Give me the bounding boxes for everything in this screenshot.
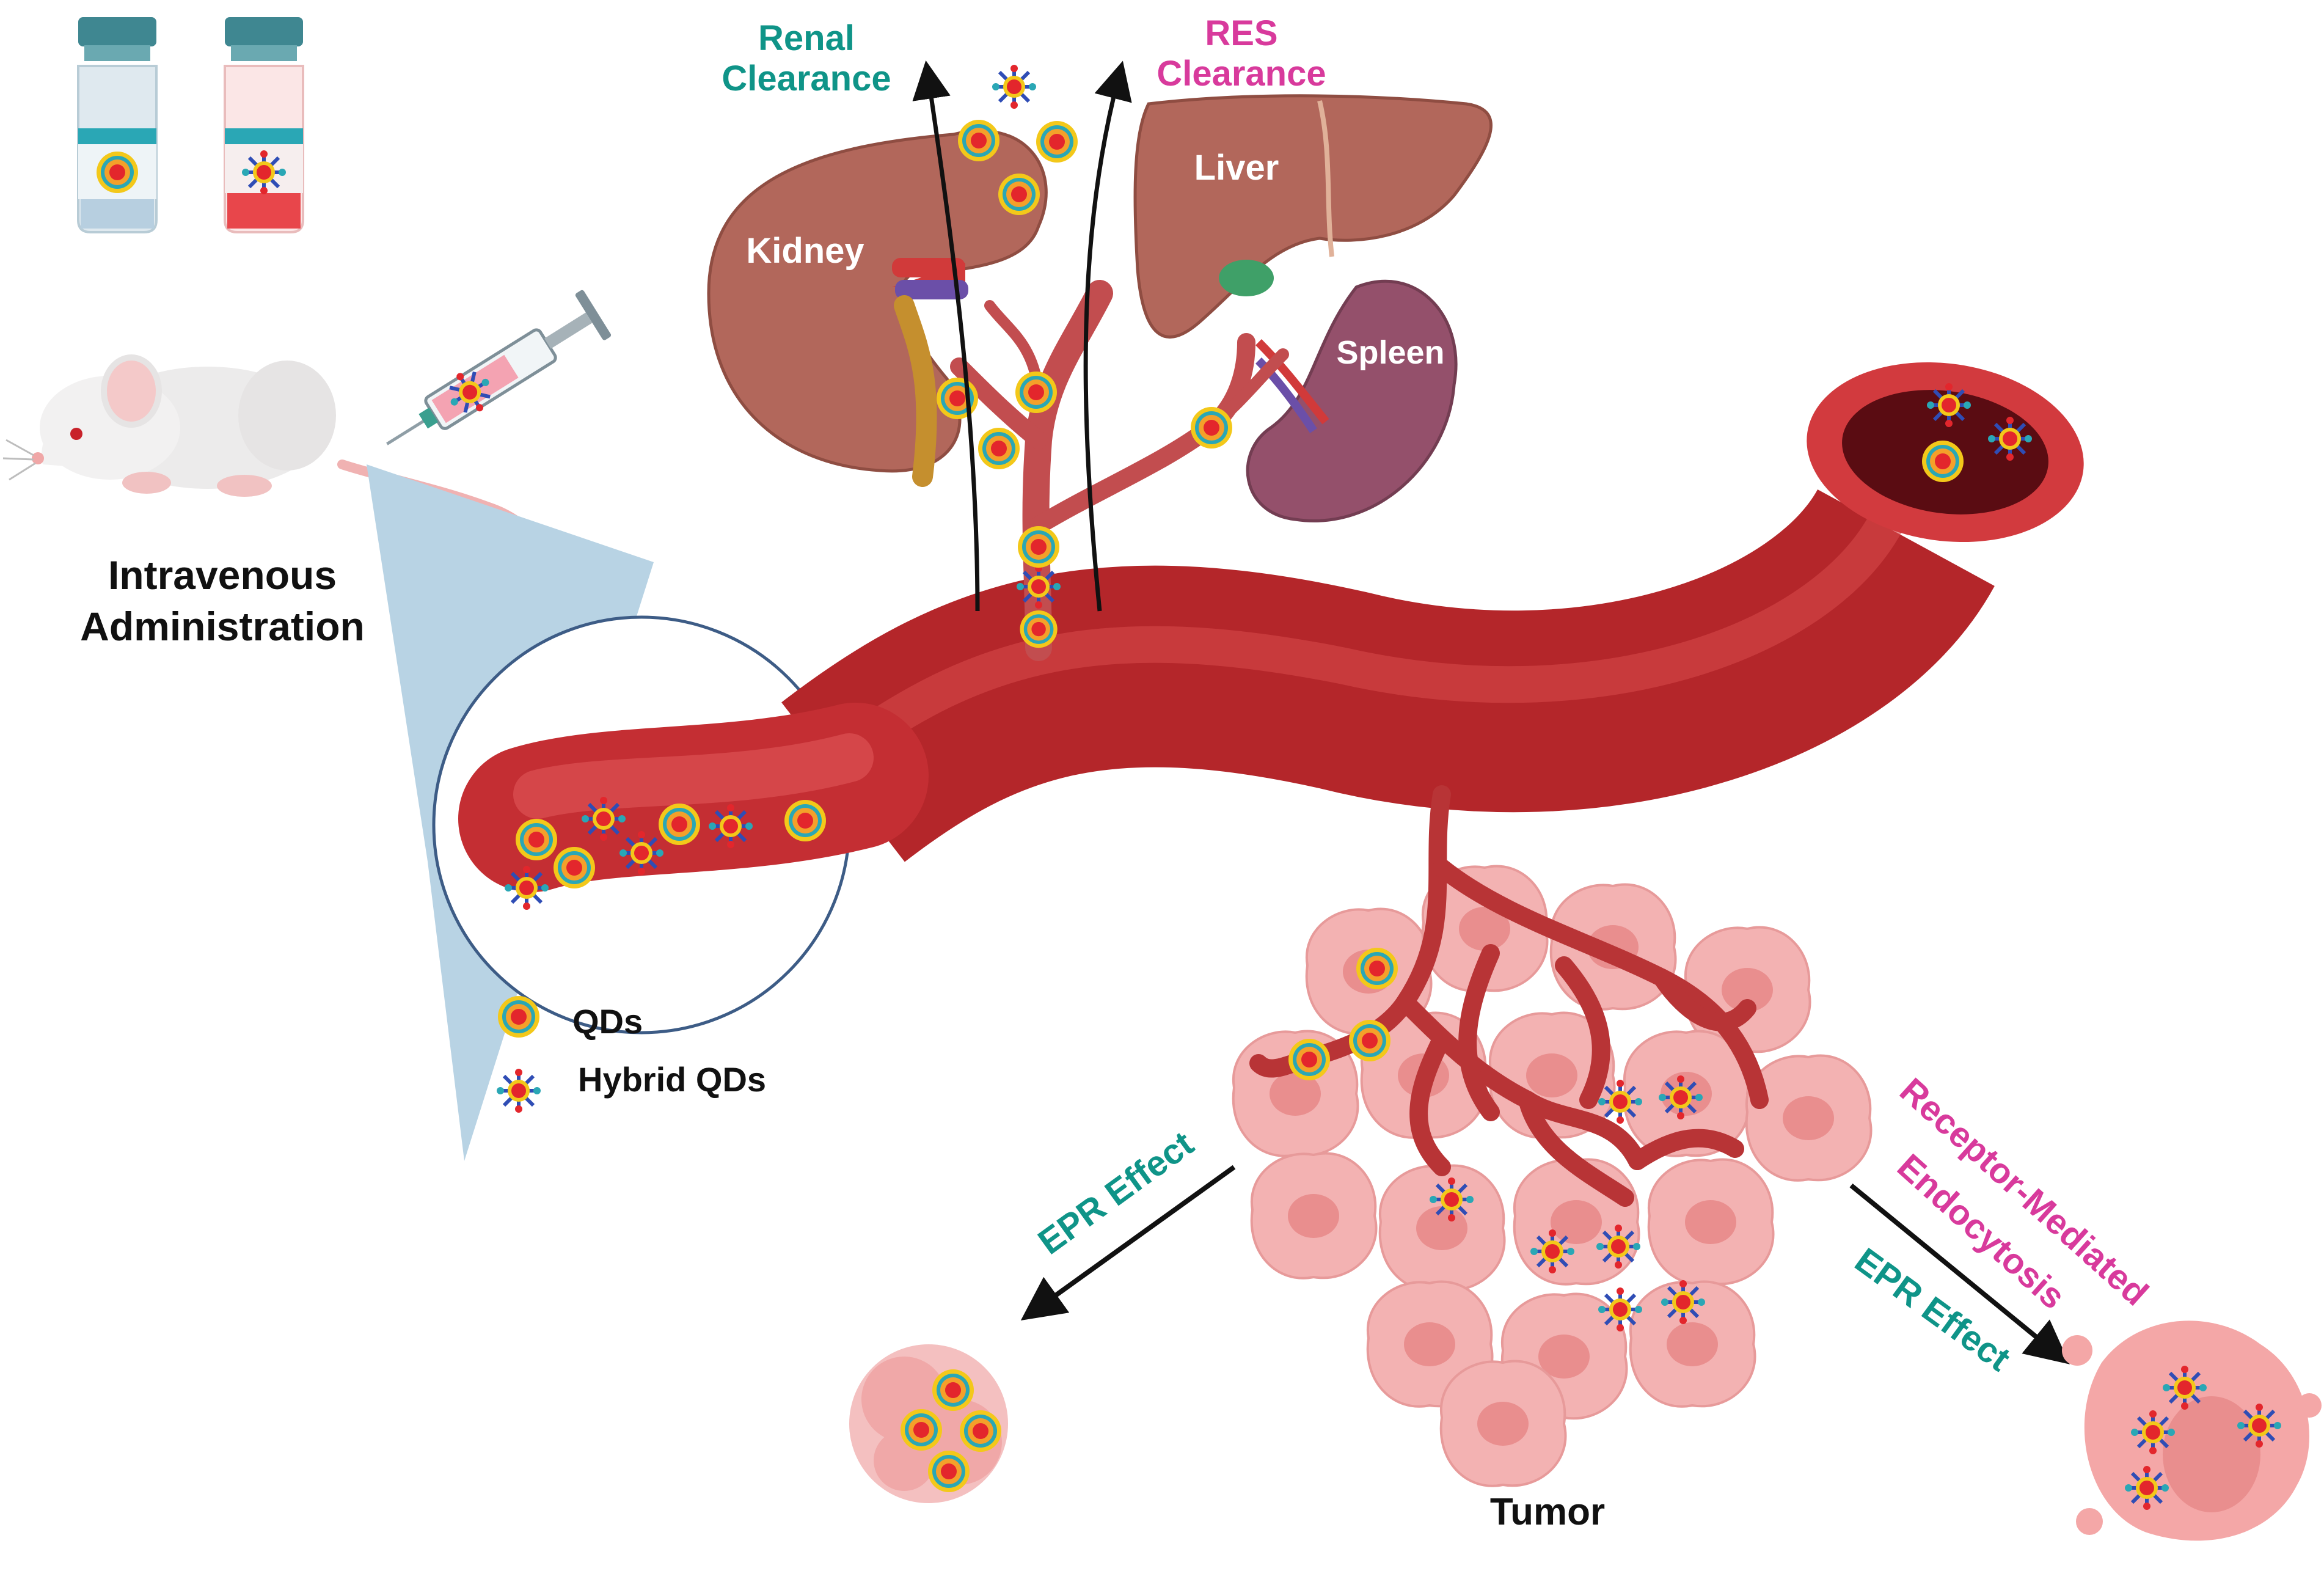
blood-vessel <box>458 362 2084 892</box>
legend-hybrid-qd-icon <box>497 1069 541 1113</box>
legend-qd-icon <box>498 996 539 1038</box>
tumor-label: Tumor <box>1490 1491 1605 1533</box>
clearance-arrows <box>912 60 1132 612</box>
spleen-organ <box>1246 279 1458 522</box>
vial-hybrid-qds <box>224 17 304 233</box>
legend: QDs Hybrid QDs <box>497 996 766 1113</box>
res-clearance-label-line2: Clearance <box>1157 54 1326 93</box>
spleen-label: Spleen <box>1336 334 1444 371</box>
kidney-organ <box>707 129 1048 487</box>
iv-administration-label-line1: Intravenous <box>108 552 337 598</box>
vial-qd-icon <box>97 152 138 193</box>
vial-qds <box>77 17 158 233</box>
iv-administration-label-line2: Administration <box>80 604 365 649</box>
renal-clearance-label-line1: Renal <box>758 18 855 58</box>
small-tumor <box>849 1344 1008 1503</box>
legend-hybrid-qds-label: Hybrid QDs <box>578 1060 766 1099</box>
syringe-illustration <box>386 290 612 445</box>
legend-qds-label: QDs <box>572 1002 643 1041</box>
endocytosis-cell <box>2062 1320 2322 1541</box>
kidney-label: Kidney <box>746 231 864 271</box>
renal-clearance-label-line2: Clearance <box>722 59 891 98</box>
epr-arrows <box>1020 1165 2070 1364</box>
liver-label: Liver <box>1194 148 1279 188</box>
epr-effect-left-label: EPR Effect <box>1031 1124 1200 1262</box>
tumor-mass <box>1232 865 1873 1487</box>
liver-organ <box>1133 94 1493 339</box>
res-clearance-label-line1: RES <box>1205 13 1277 53</box>
tumor-vessels <box>1249 785 1769 1207</box>
